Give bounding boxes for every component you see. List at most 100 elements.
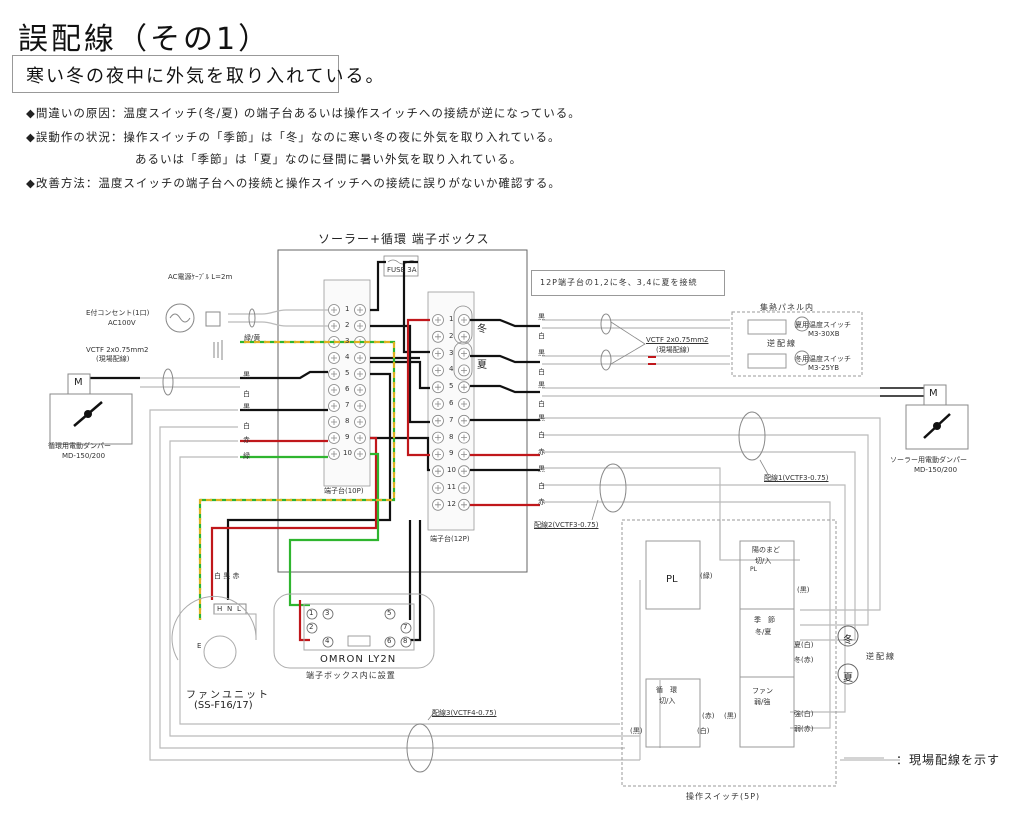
tb12-screw xyxy=(458,448,470,461)
tb12-screw xyxy=(458,431,470,444)
tb12-terminal-number: 8 xyxy=(449,432,454,441)
left-motor-label: M xyxy=(74,377,83,388)
fan-sw-black: (黒) xyxy=(724,712,737,720)
circ-white: (白) xyxy=(697,727,710,735)
relay-pin-number: 4 xyxy=(325,637,330,645)
relay-omron-ly2n xyxy=(303,603,415,651)
tb12-screw xyxy=(432,314,444,326)
tb12-screw xyxy=(432,414,444,427)
left-wire-color-label: 黒 xyxy=(243,403,250,411)
shade-pl: PL xyxy=(750,566,757,573)
note-symptom: ◆誤動作の状況：操作スイッチの「季節」は「冬」なのに寒い冬の夜に外気を取り入れて… xyxy=(26,130,561,144)
fan-sw-title2: 弱/強 xyxy=(754,698,771,706)
season-title1: 季 節 xyxy=(754,616,775,624)
fan-terminal-h: H xyxy=(217,605,223,613)
left-wire-color-label: 緑 xyxy=(243,452,250,460)
tb12-screw xyxy=(458,314,470,326)
tb12-label: 端子台(12P) xyxy=(430,535,470,543)
tb10-screw xyxy=(354,304,366,316)
right-wire-color-label: 白 xyxy=(538,482,545,490)
outlet-voltage: AC100V xyxy=(108,319,136,327)
right-wire-color-label: 黒 xyxy=(538,465,545,473)
season-title2: 冬/夏 xyxy=(755,628,772,636)
tb10-screw xyxy=(354,400,366,412)
tb12-screw xyxy=(432,364,444,377)
tb12-screw xyxy=(432,448,444,461)
fan-wire-label: 白 黒 赤 xyxy=(214,572,240,580)
season-winter: 冬(赤) xyxy=(794,656,814,664)
right-damper-model: MD-150/200 xyxy=(914,466,958,474)
relay-pin-number: 3 xyxy=(325,609,330,617)
tb12-terminal-number: 6 xyxy=(449,399,454,407)
tb12-terminal-number: 12 xyxy=(447,499,456,508)
relay-pin-number: 7 xyxy=(403,623,408,631)
tb10-screw xyxy=(354,352,366,364)
left-wire-color-label: 白 xyxy=(243,422,250,430)
note-symptom-cont: あるいは「季節」は「夏」なのに昼間に暑い外気を取り入れている。 xyxy=(135,152,523,166)
right-wire-color-label: 黒 xyxy=(538,313,545,321)
tb12-screw xyxy=(458,482,470,494)
junction-box-title: ソーラー+循環 端子ボックス xyxy=(318,232,490,246)
winter-switch: 冬用温度スイッチ xyxy=(795,355,851,363)
tb10-terminal-number: 4 xyxy=(345,353,350,361)
right-wire-color-label: 黒 xyxy=(538,414,545,422)
wiring3-label: 配線3(VCTF4-0.75) xyxy=(432,709,497,717)
tb12-screw xyxy=(458,414,470,427)
left-cable-sub: (現場配線) xyxy=(96,355,130,363)
relay-pin-number: 5 xyxy=(387,609,392,617)
fan-model: (SS-F16/17) xyxy=(194,700,253,711)
tb12-screw xyxy=(432,347,444,360)
fan-label: ファンユニット xyxy=(186,690,270,701)
summer-label: 夏 xyxy=(477,360,487,371)
info-box xyxy=(531,270,725,296)
relay-label: OMRON LY2N xyxy=(320,654,397,665)
tb12-terminal-number: 1 xyxy=(449,315,454,323)
tb10-screw xyxy=(328,368,340,380)
summer-switch-model: M3-30XB xyxy=(808,330,840,338)
fan-sw-strong: 強(白) xyxy=(794,710,814,718)
tb12-terminal-number: 5 xyxy=(449,382,454,391)
summer-switch: 夏用温度スイッチ xyxy=(795,321,851,329)
shade-wire: (黒) xyxy=(797,586,810,594)
x-winter-label: 冬 xyxy=(843,635,853,646)
x-winter-mark xyxy=(837,625,859,647)
right-wire-color-label: 白 xyxy=(538,400,545,408)
tb12-screw xyxy=(432,498,444,511)
right-wire-color-label: 黒 xyxy=(538,349,545,357)
tb10-screw xyxy=(328,320,340,332)
tb10-terminal-number: 10 xyxy=(343,449,352,457)
tb12-screw xyxy=(432,465,444,478)
relay-pin-number: 8 xyxy=(403,637,408,645)
winter-terminal-group xyxy=(453,305,473,345)
tb10-terminal-number: 2 xyxy=(345,321,350,329)
right-wire-color-label: 白 xyxy=(538,431,545,439)
left-damper-model: MD-150/200 xyxy=(62,452,106,460)
winter-label: 冬 xyxy=(477,324,487,335)
tb12-screw xyxy=(458,381,470,394)
season-summer: 夏(白) xyxy=(794,641,814,649)
x-summer-mark xyxy=(837,663,859,685)
outlet-symbol xyxy=(165,303,195,333)
collector-panel xyxy=(731,311,863,377)
right-wire-color-label: 赤 xyxy=(538,498,545,506)
ground-label: 緑/黄 xyxy=(244,334,261,342)
fan-sw-title1: ファン xyxy=(752,687,773,695)
circulation-switch-box xyxy=(645,678,701,748)
circ-title2: 切/入 xyxy=(659,697,676,705)
plug-symbol xyxy=(205,311,221,327)
tb12-screw xyxy=(458,330,470,343)
tb12-screw xyxy=(458,465,470,478)
tb10-screw xyxy=(328,400,340,412)
right-wire-color-label: 黒 xyxy=(538,381,545,389)
relay-enclosure xyxy=(273,593,435,669)
right-motor-label: M xyxy=(929,388,938,399)
right-wire-color-label: 白 xyxy=(538,368,545,376)
tb10-terminal-number: 6 xyxy=(345,385,350,393)
shade-title1: 陽のまど xyxy=(752,546,780,554)
circ-title1: 循 環 xyxy=(656,686,677,694)
internal-wiring xyxy=(90,260,930,642)
tb12-terminal-number: 4 xyxy=(449,365,454,374)
reverse-label-switch: 逆配線 xyxy=(866,652,896,661)
left-wire-color-label: 白 xyxy=(243,390,250,398)
